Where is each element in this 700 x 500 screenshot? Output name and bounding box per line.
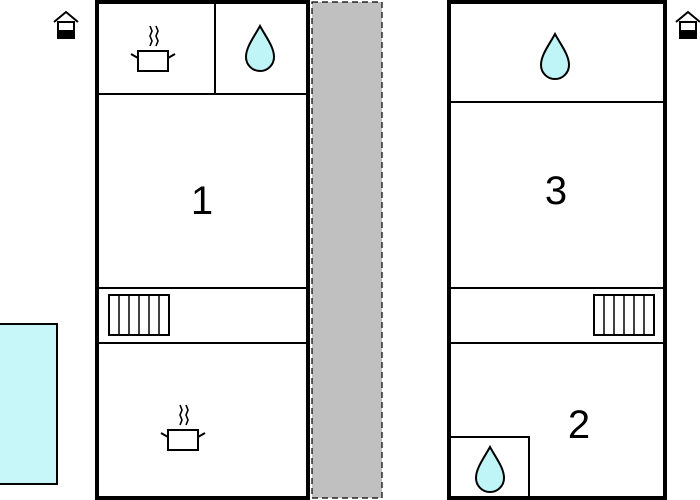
radiator-icon bbox=[593, 294, 655, 336]
right-unit: 3 2 bbox=[447, 0, 667, 500]
house-entrance-icon bbox=[675, 11, 700, 39]
bathroom-small bbox=[448, 436, 530, 499]
left-unit-outline bbox=[95, 0, 310, 500]
house-entrance-icon bbox=[53, 11, 79, 39]
left-unit: 1 bbox=[95, 0, 310, 500]
room-number-2: 2 bbox=[568, 403, 590, 447]
right-unit-outline bbox=[447, 0, 667, 500]
room-number-1: 1 bbox=[191, 179, 213, 223]
radiator-icon bbox=[108, 294, 170, 336]
pool bbox=[0, 323, 58, 485]
room-number-3: 3 bbox=[545, 169, 567, 213]
corridor bbox=[311, 1, 383, 499]
